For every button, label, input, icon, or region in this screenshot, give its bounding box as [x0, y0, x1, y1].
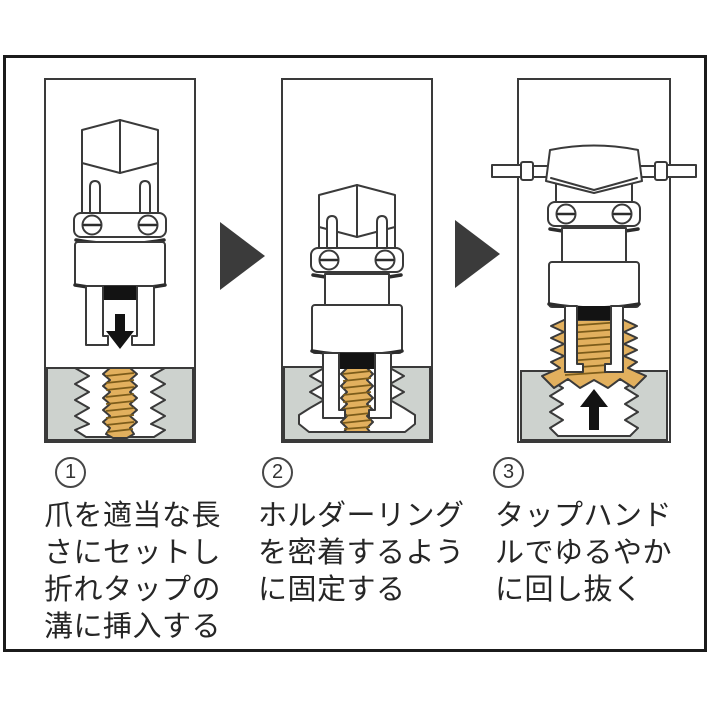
step-number: 1	[64, 461, 77, 483]
step2-number-badge: 2	[262, 457, 293, 488]
step3-caption: タップハンド ルでゆるやか に回し抜く	[495, 498, 672, 609]
broken-tap	[340, 367, 374, 433]
caption-line: さにセットし	[44, 537, 222, 569]
pull-up-arrow-icon	[580, 389, 608, 430]
claw-left	[85, 285, 109, 346]
holder-ring	[311, 304, 403, 354]
caption-line: 爪を適当な長	[44, 500, 222, 532]
caption-line: を密着するよう	[258, 537, 465, 569]
step-number: 3	[502, 461, 515, 483]
broken-tap	[102, 367, 138, 439]
step2-illustration	[283, 184, 431, 441]
caption-line: 溝に挿入する	[44, 611, 222, 643]
step3-panel	[491, 78, 697, 443]
holder-ring	[74, 241, 166, 287]
next-step-arrow-icon	[455, 220, 501, 288]
claw-right	[131, 285, 155, 346]
step2-caption: ホルダーリング を密着するよう に固定する	[258, 498, 465, 609]
tool-shaft	[324, 273, 390, 308]
step3-number-badge: 3	[493, 457, 524, 488]
claw-left	[322, 352, 346, 419]
holder-ring	[548, 261, 640, 308]
claw-left	[564, 305, 584, 373]
tap-extractor-tool	[491, 144, 697, 373]
caption-line: タップハンド	[495, 500, 673, 532]
step2-panel	[281, 78, 433, 443]
next-step-arrow-icon	[220, 222, 266, 290]
tap-extractor-tool	[73, 119, 167, 349]
caption-line: 折れタップの	[44, 574, 222, 606]
tap-handle	[491, 144, 697, 194]
tap-extractor-tool	[310, 184, 404, 419]
push-down-arrow-icon	[106, 314, 134, 349]
broken-tap	[541, 319, 647, 389]
caption-line: ルでゆるやか	[495, 537, 673, 569]
caption-line: に固定する	[258, 574, 406, 606]
step1-caption: 爪を適当な長 さにセットし 折れタップの 溝に挿入する	[44, 498, 221, 646]
step1-number-badge: 1	[55, 457, 86, 488]
step1-panel	[44, 78, 196, 443]
step1-illustration	[46, 119, 194, 441]
caption-line: に回し抜く	[495, 574, 643, 606]
claw-right	[604, 305, 624, 373]
step3-illustration	[491, 144, 697, 441]
claw-right	[368, 352, 392, 419]
step-number: 2	[271, 461, 284, 483]
tool-shaft	[561, 227, 627, 263]
figure-border: 1 2 3 爪を適当な長 さにセットし 折れタップの 溝に挿入する ホルダーリン…	[3, 55, 707, 652]
caption-line: ホルダーリング	[258, 500, 465, 532]
